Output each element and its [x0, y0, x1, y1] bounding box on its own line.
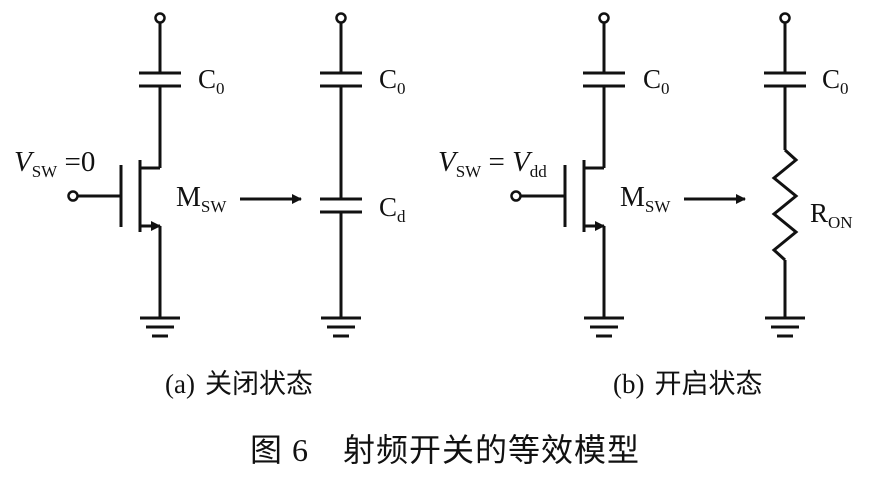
label-msw-b: MSW: [620, 182, 671, 216]
gate-terminal-b: [510, 190, 522, 202]
terminal-top-a2: [335, 12, 347, 24]
figure-title: 射频开关的等效模型: [343, 432, 641, 468]
caption-b-text: 开启状态: [654, 369, 763, 399]
label-c0-b2: C0: [822, 64, 849, 98]
label-ron: RON: [810, 198, 853, 232]
resistor-ron: [771, 148, 799, 262]
caption-a-tag: (a): [165, 369, 195, 399]
label-c0-b1: C0: [643, 64, 670, 98]
terminal-top-a1: [154, 12, 166, 24]
figure-number: 图 6: [249, 432, 309, 468]
label-vsw-vdd-b: VSW = Vdd: [438, 146, 547, 181]
caption-panel-a: (a) 关闭状态: [165, 362, 313, 401]
terminal-top-b2: [779, 12, 791, 24]
terminal-top-b1: [598, 12, 610, 24]
label-msw-a: MSW: [176, 182, 227, 216]
gate-terminal-a: [67, 190, 79, 202]
caption-b-tag: (b): [613, 369, 645, 399]
figure-caption: 图 6 射频开关的等效模型: [0, 425, 890, 471]
caption-panel-b: (b) 开启状态: [613, 362, 762, 401]
label-c0-a1: C0: [198, 64, 225, 98]
label-cd: Cd: [379, 192, 406, 226]
label-vsw-a: VSW =0: [14, 146, 95, 181]
caption-a-text: 关闭状态: [204, 369, 313, 399]
panel-a-equivalent-circuit: [320, 12, 362, 338]
label-c0-a2: C0: [379, 64, 406, 98]
panel-a-transistor-circuit: [77, 12, 181, 338]
panel-b-equivalent-circuit: [764, 12, 806, 338]
panel-b-transistor-circuit: [520, 12, 625, 338]
